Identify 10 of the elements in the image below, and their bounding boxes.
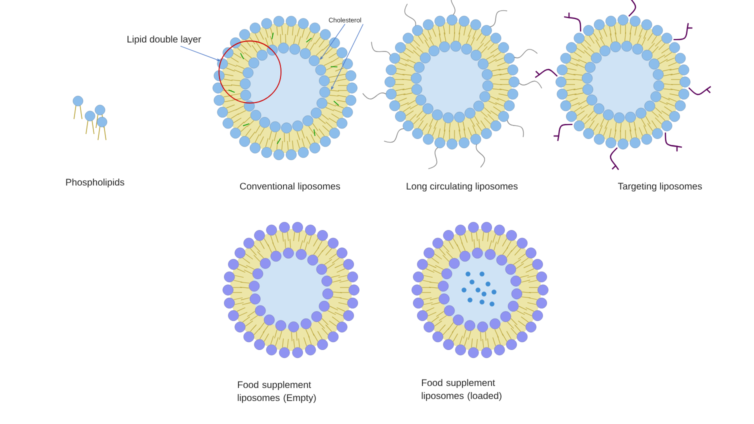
caption-label: Food supplement liposomes (loaded) <box>422 379 502 401</box>
caption-label: Conventional liposomes <box>240 182 340 192</box>
caption-label: Targeting liposomes <box>618 182 702 192</box>
highlight-circle <box>218 40 282 104</box>
caption-label: Food supplement liposomes (Empty) <box>238 381 316 403</box>
leader-arrow <box>331 24 364 90</box>
caption-label: Long circulating liposomes <box>406 182 518 192</box>
caption-label: Phospholipids <box>66 178 124 188</box>
leader-arrow <box>320 24 346 60</box>
callout-label: Lipid double layer <box>128 36 202 44</box>
